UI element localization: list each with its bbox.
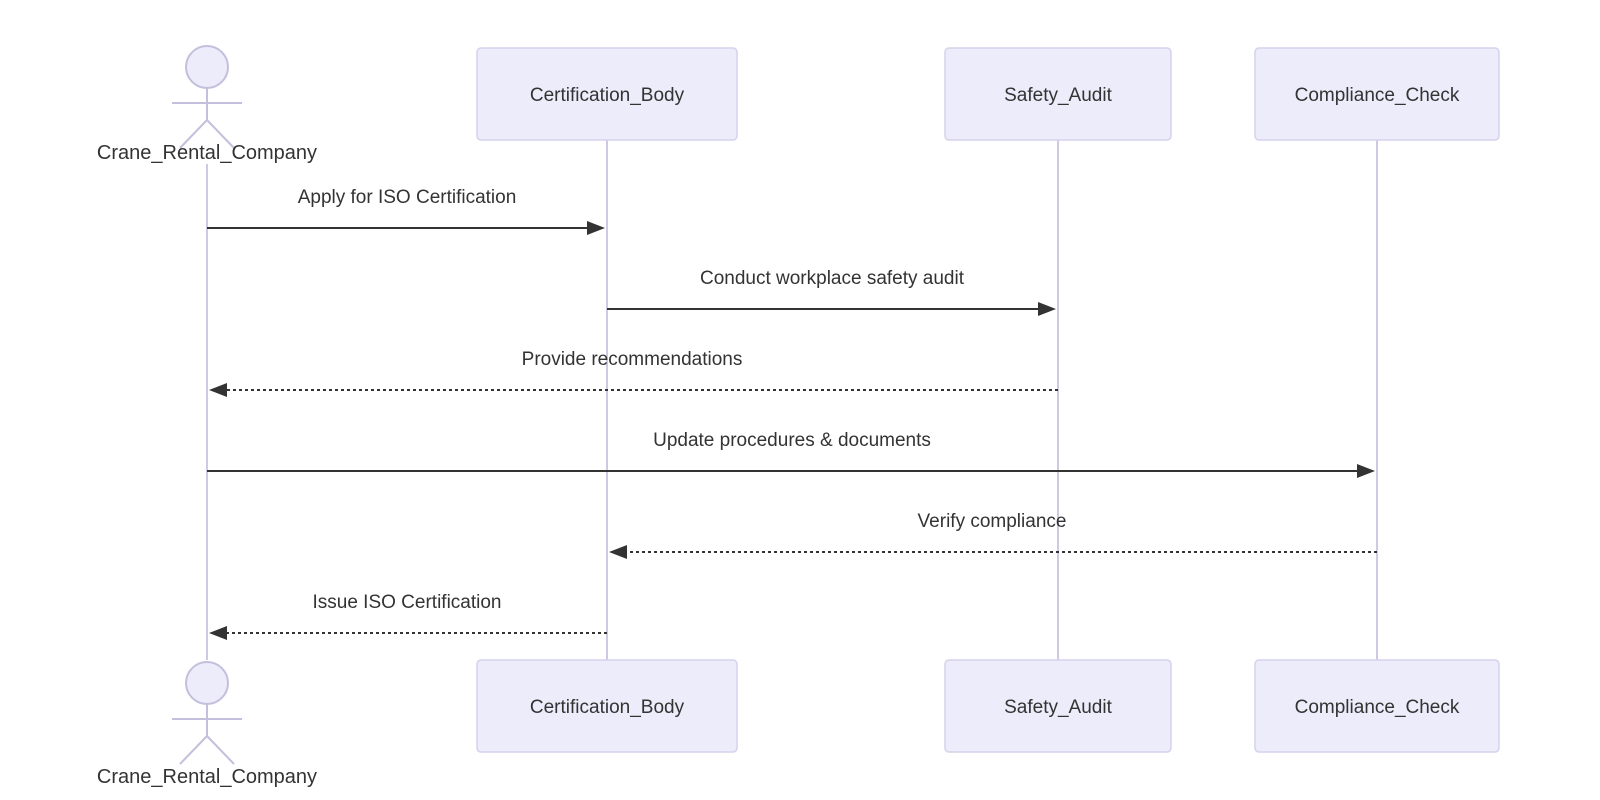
message-provide-recommendations: Provide recommendations <box>209 349 1058 397</box>
actor-top-figure: Crane_Rental_Company <box>97 45 317 164</box>
participant-label-certification-body-bottom: Certification_Body <box>530 697 685 718</box>
message-label: Issue ISO Certification <box>312 592 501 613</box>
message-apply-for-iso-certification: Apply for ISO Certification <box>207 187 605 235</box>
participant-box-certification-body-top <box>476 47 738 141</box>
message-label: Verify compliance <box>918 511 1067 532</box>
messages: Apply for ISO Certification Conduct work… <box>207 187 1377 640</box>
participant-label-safety-audit-top: Safety_Audit <box>1004 85 1112 106</box>
participant-box-compliance-check-bottom <box>1254 659 1500 753</box>
participant-label-compliance-check-top: Compliance_Check <box>1295 85 1460 106</box>
message-verify-compliance: Verify compliance <box>609 511 1377 559</box>
arrowhead-right-icon <box>1357 464 1375 478</box>
actor-head-icon <box>185 45 229 89</box>
message-label: Apply for ISO Certification <box>298 187 517 208</box>
arrowhead-left-icon <box>209 383 227 397</box>
participant-box-certification-body-bottom <box>476 659 738 753</box>
participant-box-safety-audit-top <box>944 47 1172 141</box>
message-update-procedures-and-documents: Update procedures & documents <box>207 430 1375 478</box>
arrowhead-left-icon <box>609 545 627 559</box>
participant-label-compliance-check-bottom: Compliance_Check <box>1295 697 1460 718</box>
arrowhead-left-icon <box>209 626 227 640</box>
message-label: Update procedures & documents <box>653 430 931 451</box>
actor-bottom-figure: Crane_Rental_Company <box>97 661 317 788</box>
actor-leg-right-icon <box>206 735 235 765</box>
message-issue-iso-certification: Issue ISO Certification <box>209 592 607 640</box>
lifelines <box>206 140 1378 660</box>
actor-head-icon <box>185 661 229 705</box>
message-label: Provide recommendations <box>522 349 743 370</box>
actor-leg-left-icon <box>179 119 208 149</box>
participant-box-compliance-check-top <box>1254 47 1500 141</box>
participant-label-safety-audit-bottom: Safety_Audit <box>1004 697 1112 718</box>
message-label: Conduct workplace safety audit <box>700 268 965 289</box>
actor-leg-left-icon <box>179 735 208 765</box>
participants-top: Certification_Body Safety_Audit Complian… <box>476 47 1500 141</box>
actor-label-bottom: Crane_Rental_Company <box>97 766 317 788</box>
arrowhead-right-icon <box>1038 302 1056 316</box>
participant-box-safety-audit-bottom <box>944 659 1172 753</box>
actor-label-top: Crane_Rental_Company <box>97 142 317 164</box>
actor-leg-right-icon <box>206 119 235 149</box>
participant-label-certification-body-top: Certification_Body <box>530 85 685 106</box>
participants-bottom: Certification_Body Safety_Audit Complian… <box>476 659 1500 753</box>
message-conduct-workplace-safety-audit: Conduct workplace safety audit <box>607 268 1056 316</box>
arrowhead-right-icon <box>587 221 605 235</box>
